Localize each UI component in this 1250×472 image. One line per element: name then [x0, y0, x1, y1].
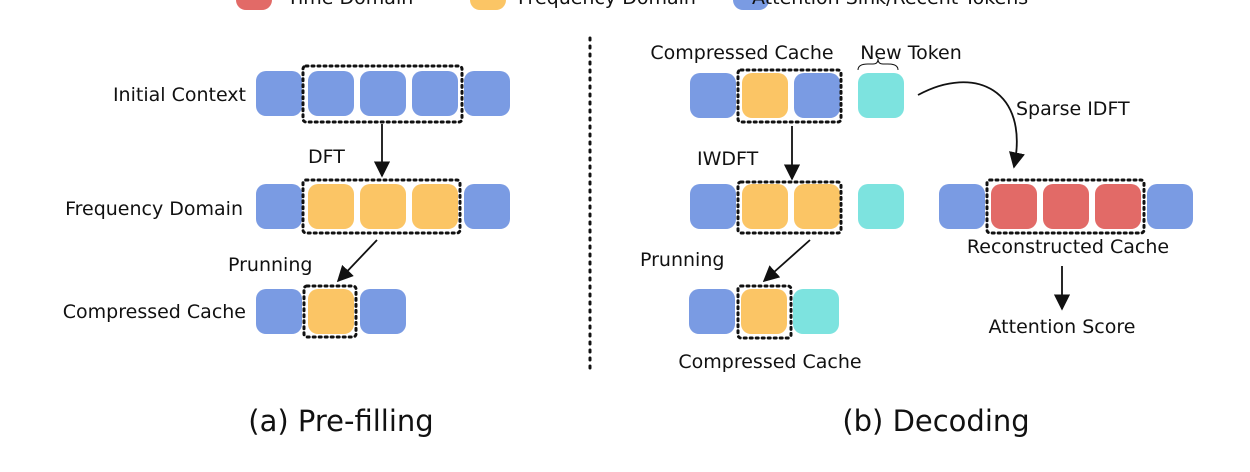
token-frequency-domain	[308, 289, 354, 334]
legend-swatch-frequency-domain	[470, 0, 506, 10]
decoding-compressed-cache-label: Compressed Cache	[650, 42, 833, 64]
token-time-domain	[1095, 184, 1141, 229]
token-attention-sink	[689, 289, 735, 334]
token-attention-sink	[256, 184, 302, 229]
initial-context-label: Initial Context	[113, 84, 246, 106]
prefill-compressed-cache-row	[256, 289, 406, 334]
legend-item-frequency-domain: Frequency Domain	[470, 0, 696, 10]
token-attention-sink	[690, 184, 736, 229]
reconstructed-group-box	[985, 178, 1146, 235]
token-attention-sink	[464, 184, 510, 229]
decoding-top-row	[690, 73, 904, 118]
token-attention-sink	[360, 289, 406, 334]
decoding-top-group-box	[736, 68, 843, 124]
token-attention-sink	[256, 71, 302, 116]
token-frequency-domain	[412, 184, 458, 229]
token-frequency-domain	[742, 184, 788, 229]
token-attention-sink	[360, 71, 406, 116]
sparse-idft-label: Sparse IDFT	[1016, 98, 1130, 120]
token-attention-sink	[939, 184, 985, 229]
frequency-domain-label: Frequency Domain	[65, 198, 243, 220]
reconstructed-cache-label: Reconstructed Cache	[967, 236, 1169, 258]
new-token-brace-icon	[857, 58, 899, 71]
dft-label: DFT	[308, 146, 345, 168]
token-frequency-domain	[360, 184, 406, 229]
decoding-middle-group-box	[736, 180, 843, 235]
legend-label-time-domain: Time Domain	[286, 0, 413, 9]
decoding-pruning-label: Prunning	[640, 249, 724, 271]
token-attention-sink	[794, 73, 840, 118]
initial-context-row	[256, 71, 510, 116]
token-attention-sink	[256, 289, 302, 334]
decoding-middle-row	[690, 184, 904, 229]
token-new-token	[793, 289, 839, 334]
decoding-bottom-cache-label: Compressed Cache	[678, 351, 861, 373]
token-frequency-domain	[794, 184, 840, 229]
decoding-caption: (b) Decoding	[842, 404, 1029, 438]
token-frequency-domain	[742, 73, 788, 118]
legend-swatch-attention-sink	[733, 0, 769, 10]
prefill-panel: Initial Context DFT Frequency Domain Pru…	[63, 64, 510, 438]
token-new-token	[858, 73, 904, 118]
token-attention-sink	[308, 71, 354, 116]
legend: Time Domain Frequency Domain Attention S…	[236, 0, 1028, 10]
frequency-domain-group-box	[301, 178, 462, 235]
token-attention-sink	[464, 71, 510, 116]
prefill-caption: (a) Pre-filling	[248, 404, 433, 438]
frequency-domain-row	[256, 184, 510, 229]
legend-swatch-time-domain	[236, 0, 272, 10]
legend-label-frequency-domain: Frequency Domain	[518, 0, 696, 9]
prefill-compressed-group-box	[302, 284, 358, 339]
sparse-idft-arrow	[917, 81, 1025, 169]
prefill-pruning-label: Prunning	[228, 254, 312, 276]
pruning-arrow	[336, 239, 378, 283]
token-frequency-domain	[741, 289, 787, 334]
decoding-bottom-group-box	[736, 284, 793, 340]
token-attention-sink	[1147, 184, 1193, 229]
reconstructed-cache-row	[939, 184, 1193, 229]
legend-item-attention-sink: Attention Sink/Recent Tokens	[733, 0, 1028, 10]
decoding-bottom-row	[689, 289, 839, 334]
token-attention-sink	[690, 73, 736, 118]
decoding-panel: Compressed Cache New Token IWDFT Prunnin…	[640, 42, 1193, 438]
token-time-domain	[991, 184, 1037, 229]
token-frequency-domain	[308, 184, 354, 229]
iwdft-label: IWDFT	[697, 148, 759, 170]
token-attention-sink	[412, 71, 458, 116]
token-new-token	[858, 184, 904, 229]
decoding-pruning-arrow	[762, 239, 811, 283]
new-token-label: New Token	[860, 42, 962, 64]
initial-context-group-box	[301, 64, 464, 124]
prefill-compressed-cache-label: Compressed Cache	[63, 301, 246, 323]
legend-label-attention-sink: Attention Sink/Recent Tokens	[752, 0, 1028, 9]
token-time-domain	[1043, 184, 1089, 229]
attention-score-label: Attention Score	[989, 316, 1136, 338]
legend-item-time-domain: Time Domain	[236, 0, 413, 10]
